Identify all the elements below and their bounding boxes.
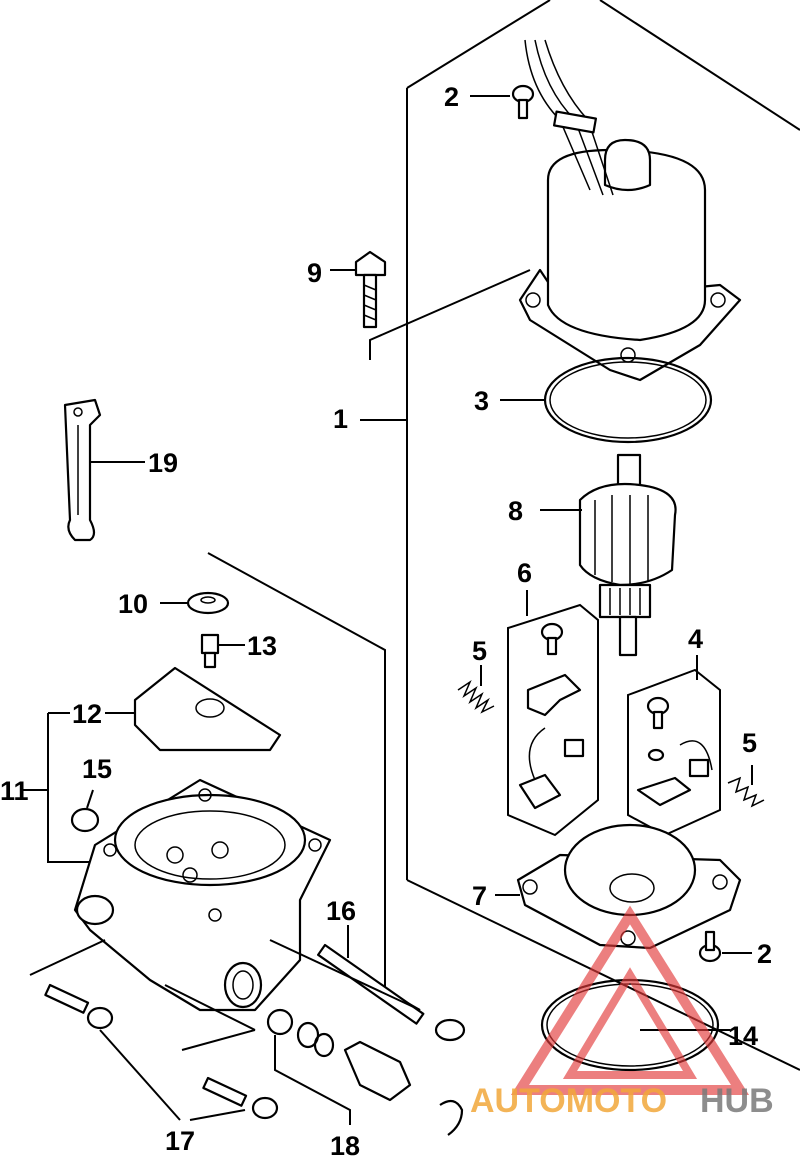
strap-19 (63, 398, 145, 542)
callout-6: 6 (517, 558, 532, 588)
brush-holder-6 (507, 590, 599, 837)
end-cap-7 (495, 823, 742, 950)
callout-18: 18 (330, 1131, 360, 1161)
callout-5-right: 5 (742, 728, 757, 758)
callout-12: 12 (72, 699, 102, 729)
callout-1: 1 (333, 404, 348, 434)
callout-13: 13 (247, 631, 277, 661)
bolt-17-lower (202, 1076, 279, 1120)
brush-holder-4 (627, 655, 721, 837)
spring-5-right (727, 765, 765, 808)
bolt-16 (317, 925, 466, 1042)
callout-16: 16 (326, 896, 356, 926)
callout-14: 14 (728, 1021, 758, 1051)
o-ring-14 (540, 978, 730, 1072)
armature-8 (540, 453, 677, 657)
callout-10: 10 (118, 589, 148, 619)
watermark-logo: AUTOMOTO HUB (470, 905, 774, 1120)
callout-11: 11 (0, 776, 29, 806)
o-ring-3 (500, 356, 713, 444)
leader-17 (99, 1029, 246, 1121)
screw-2-bottom (698, 930, 752, 963)
spring-5-left (457, 665, 495, 714)
callout-2-top: 2 (444, 82, 459, 112)
callout-17: 17 (165, 1126, 195, 1156)
callout-5-left: 5 (472, 636, 487, 666)
watermark-text-hub: HUB (700, 1082, 774, 1120)
washer-10 (160, 591, 230, 615)
callout-4: 4 (688, 624, 703, 654)
assembly-leaders (29, 939, 421, 1051)
motor-housing (518, 39, 742, 382)
callout-2-bottom: 2 (757, 939, 772, 969)
callout-9: 9 (307, 258, 322, 288)
bolt-17-upper (44, 983, 114, 1030)
callout-7: 7 (472, 881, 487, 911)
plate-12 (105, 666, 282, 752)
callout-3: 3 (474, 386, 489, 416)
callout-19: 19 (148, 448, 178, 478)
callout-8: 8 (508, 496, 523, 526)
watermark-text-automoto: AUTOMOTO (470, 1082, 667, 1120)
pump-body-11 (73, 778, 332, 1012)
callout-15: 15 (82, 754, 112, 784)
screw-2-top (470, 84, 535, 120)
assembly-frame-1 (360, 0, 800, 1071)
valve-assembly-18 (266, 1008, 464, 1136)
o-ring-15 (70, 789, 100, 833)
pin-13 (200, 633, 245, 669)
bolt-9 (330, 250, 387, 329)
